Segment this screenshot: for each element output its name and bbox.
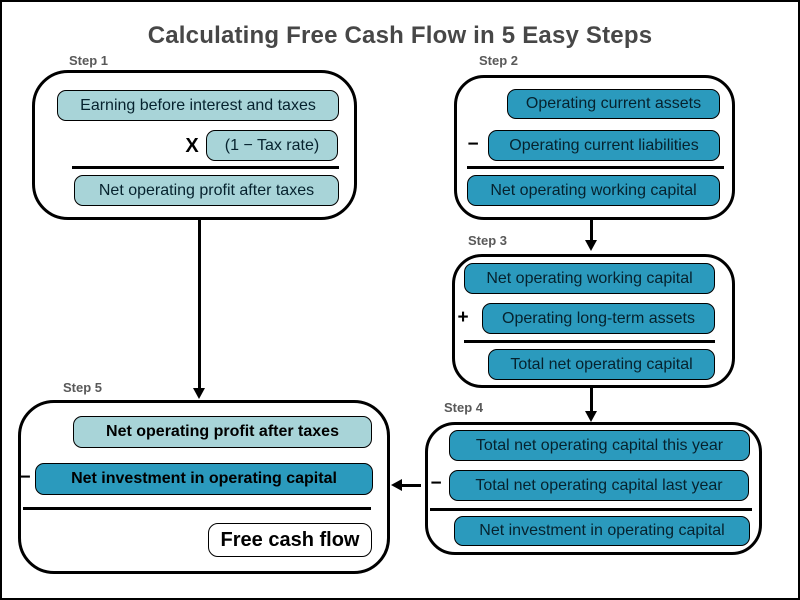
step3-label: Step 3 — [468, 233, 508, 248]
step5-divider — [23, 507, 371, 510]
step1-operand1-box: Earning before interest and taxes — [57, 90, 339, 121]
arrow-step1-head — [193, 388, 205, 399]
arrow-step3-line — [590, 388, 593, 412]
step1-label: Step 1 — [69, 53, 109, 68]
step4-label: Step 4 — [444, 400, 484, 415]
step4-divider — [430, 508, 752, 511]
step4-operand1-box: Total net operating capital this year — [449, 430, 750, 461]
step2-result-box: Net operating working capital — [467, 175, 720, 206]
step1-divider — [72, 166, 339, 169]
step2-operator: − — [467, 134, 479, 155]
step2-operand2-box: Operating current liabilities — [488, 130, 720, 161]
step5-operand1-box: Net operating profit after taxes — [73, 416, 372, 448]
step3-divider — [464, 340, 715, 343]
step3-result-box: Total net operating capital — [488, 349, 715, 380]
step4-operator: − — [430, 473, 442, 494]
page-title: Calculating Free Cash Flow in 5 Easy Ste… — [147, 22, 653, 49]
step1-operand2-box: (1 − Tax rate) — [206, 130, 338, 161]
arrow-step1-line — [198, 219, 201, 389]
arrow-step3-head — [585, 411, 597, 422]
step3-operand2-box: Operating long-term assets — [482, 303, 715, 334]
step2-operand1-box: Operating current assets — [507, 89, 720, 119]
step5-operator: − — [19, 467, 31, 488]
step1-result-box: Net operating profit after taxes — [74, 175, 339, 206]
arrow-step2-head — [585, 240, 597, 251]
step4-operand2-box: Total net operating capital last year — [449, 470, 749, 501]
arrow-step4-line — [401, 484, 421, 487]
step4-result-box: Net investment in operating capital — [454, 516, 750, 546]
step5-label: Step 5 — [63, 380, 103, 395]
step2-label: Step 2 — [479, 53, 519, 68]
step5-result-box: Free cash flow — [208, 523, 372, 557]
step1-operator: X — [185, 134, 199, 157]
step5-operand2-box: Net investment in operating capital — [35, 463, 373, 495]
step3-operator: + — [457, 307, 469, 328]
step2-divider — [467, 166, 724, 169]
arrow-step4-head — [391, 479, 402, 491]
arrow-step2-line — [590, 220, 593, 241]
step3-operand1-box: Net operating working capital — [464, 263, 715, 294]
